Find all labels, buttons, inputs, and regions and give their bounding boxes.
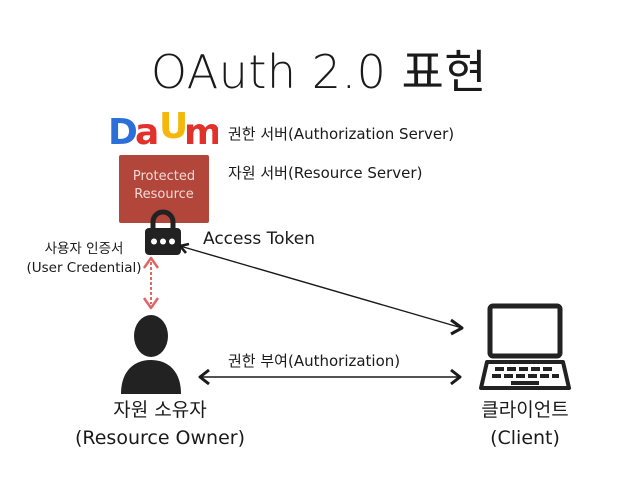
logo-letter: U bbox=[159, 108, 188, 147]
access-token-arrow bbox=[178, 242, 464, 336]
protected-resource-line2: Resource bbox=[134, 187, 194, 202]
resource-owner-line2: (Resource Owner) bbox=[74, 427, 246, 449]
logo-letter: D bbox=[108, 112, 138, 150]
client-line2: (Client) bbox=[490, 427, 560, 449]
page-title: OAuth 2.0 표현 bbox=[150, 45, 488, 99]
authorization-grant-arrow bbox=[198, 368, 462, 386]
resource-owner-line1: 자원 소유자 bbox=[113, 399, 207, 421]
daum-logo: D a U m bbox=[108, 108, 218, 150]
logo-letter: a bbox=[135, 112, 159, 150]
client-label: 클라이언트 (Client) bbox=[430, 396, 620, 452]
authorization-grant-label: 권한 부여(Authorization) bbox=[228, 352, 401, 370]
laptop-icon bbox=[479, 303, 571, 390]
user-credential-line2: (User Credential) bbox=[26, 260, 142, 276]
lock-icon bbox=[145, 209, 181, 255]
user-credential-line1: 사용자 인증서 bbox=[44, 241, 124, 257]
user-credential-label: 사용자 인증서 (User Credential) bbox=[14, 240, 154, 278]
authorization-server-label: 권한 서버(Authorization Server) bbox=[228, 125, 455, 143]
resource-owner-label: 자원 소유자 (Resource Owner) bbox=[40, 396, 280, 452]
logo-letter: m bbox=[184, 112, 218, 150]
credential-arrow bbox=[142, 256, 160, 310]
person-icon bbox=[121, 315, 181, 394]
resource-server-label: 자원 서버(Resource Server) bbox=[228, 164, 423, 182]
client-line1: 클라이언트 bbox=[481, 399, 569, 421]
access-token-label: Access Token bbox=[203, 229, 315, 249]
protected-resource-line1: Protected bbox=[132, 169, 196, 184]
